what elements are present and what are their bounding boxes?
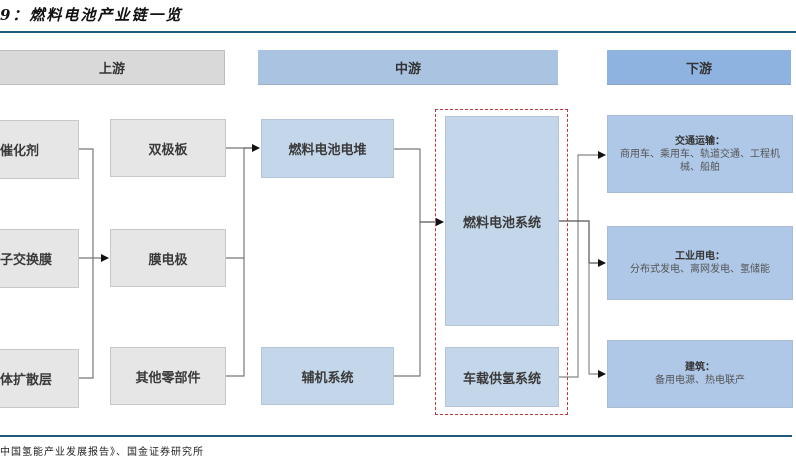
connector-col4-hydrogen — [559, 151, 606, 378]
component-box-other-parts: 其他零部件 — [110, 347, 226, 405]
top-divider — [0, 31, 796, 33]
application-body: 分布式发电、离网发电、氢储能 — [630, 264, 770, 275]
component-box-bipolar-plate: 双极板 — [110, 119, 226, 177]
application-head: 工业用电： — [675, 251, 725, 262]
material-box-catalyst: 催化剂 — [0, 120, 79, 179]
header-downstream: 下游 — [607, 50, 791, 85]
material-label: 子交换膜 — [0, 253, 53, 268]
subsystem-box-bop: 辅机系统 — [261, 347, 394, 405]
bottom-divider — [0, 435, 792, 437]
connector-col1 — [79, 148, 108, 379]
connector-col3 — [394, 148, 421, 377]
component-label: 其他零部件 — [135, 370, 201, 386]
material-box-membrane: 子交换膜 — [0, 229, 79, 288]
header-upstream: 上游 — [0, 50, 225, 85]
application-body: 商用车、乘用车、轨道交通、工程机械、船舶 — [620, 148, 780, 173]
system-box-hydrogen-supply: 车载供氢系统 — [445, 347, 559, 407]
application-box-transport: 交通运输： 商用车、乘用车、轨道交通、工程机械、船舶 — [607, 115, 793, 193]
header-midstream: 中游 — [258, 50, 558, 85]
connector-col2 — [226, 147, 245, 377]
subsystem-box-stack: 燃料电池电堆 — [261, 119, 394, 178]
system-label: 车载供氢系统 — [462, 371, 541, 387]
component-label: 膜电极 — [148, 252, 188, 268]
application-head: 建筑： — [685, 362, 715, 373]
material-box-diffusion-layer: 体扩散层 — [0, 349, 79, 408]
system-label: 燃料电池系统 — [462, 215, 541, 231]
component-box-mea: 膜电极 — [110, 229, 226, 287]
application-box-building: 建筑： 备用电源、热电联产 — [607, 340, 793, 408]
material-label: 体扩散层 — [0, 373, 53, 388]
subsystem-label: 辅机系统 — [301, 370, 354, 386]
source-note: 中国氢能产业发展报告》、国金证券研究所 — [0, 447, 204, 458]
application-box-industrial: 工业用电： 分布式发电、离网发电、氢储能 — [607, 226, 793, 300]
application-head: 交通运输： — [675, 135, 725, 147]
application-body: 备用电源、热电联产 — [655, 375, 745, 386]
material-label: 催化剂 — [0, 144, 40, 159]
system-box-fuel-cell-system: 燃料电池系统 — [445, 116, 559, 326]
figure-title: 9：燃料电池产业链一览 — [0, 6, 183, 24]
connector-col4-building — [588, 263, 606, 378]
connector-col4-system — [559, 220, 606, 267]
component-label: 双极板 — [148, 142, 188, 158]
subsystem-label: 燃料电池电堆 — [288, 143, 367, 158]
highlight-frame — [435, 109, 568, 415]
